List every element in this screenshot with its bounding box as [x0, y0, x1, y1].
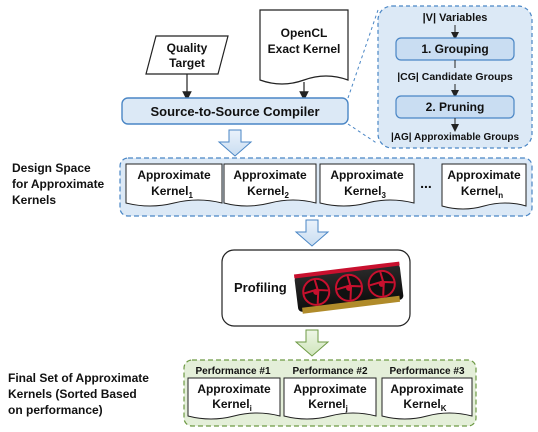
design-kernel-ellipsis: ... [420, 175, 432, 191]
compiler-to-design-space-arrow [217, 129, 253, 157]
final-kernel-1-line1: Approximate [197, 382, 271, 396]
design-kernel-2-line1: Approximate [233, 168, 307, 182]
design-kernel-n-line2: Kerneln [461, 184, 503, 200]
final-kernel-3-performance: Performance #3 [389, 366, 464, 377]
final-kernel-2-line2: Kernelj [308, 397, 348, 413]
final-kernel-3: Performance #3 Approximate KernelK [381, 366, 473, 420]
profiling-box: Profiling [221, 249, 411, 327]
design-kernel-n: Approximate Kerneln [441, 163, 527, 210]
final-kernel-2-line1: Approximate [293, 382, 367, 396]
design-kernel-2-line2: Kernel2 [247, 184, 289, 200]
gpu-card-image [293, 261, 404, 314]
profiling-to-final-set-arrow [294, 329, 330, 357]
inset-connector-top [347, 9, 379, 99]
pruning-step-label: 2. Pruning [426, 100, 485, 114]
final-set-label-line1: Final Set of Approximate [8, 371, 149, 385]
design-kernel-3-line1: Approximate [330, 168, 404, 182]
final-set-label-line2: Kernels (Sorted Based [8, 387, 137, 401]
compiler-detail-inset: |V| Variables 1. Grouping |CG| Candidate… [377, 5, 533, 149]
inset-connector-bottom [347, 123, 379, 145]
opencl-kernel-input: OpenCL Exact Kernel [259, 9, 349, 85]
design-kernel-2: Approximate Kernel2 [223, 163, 317, 207]
design-space-label-line3: Kernels [12, 193, 56, 207]
design-kernel-n-line1: Approximate [447, 168, 521, 182]
final-set-container: Performance #1 Approximate Kerneli Perfo… [183, 359, 477, 427]
final-kernel-2: Performance #2 Approximate Kernelj [283, 366, 377, 420]
design-kernel-1-line2: Kernel1 [151, 184, 193, 200]
final-kernel-2-performance: Performance #2 [292, 366, 367, 377]
grouping-step-label: 1. Grouping [421, 42, 488, 56]
quality-target-input: Quality Target [145, 35, 229, 75]
inset-variables-label: |V| Variables [423, 12, 488, 24]
design-kernel-3-line2: Kernel3 [344, 184, 386, 200]
final-kernel-3-line2: KernelK [403, 397, 446, 413]
profiling-label: Profiling [234, 280, 287, 295]
final-set-label-line3: on performance) [8, 403, 103, 417]
opencl-line2: Exact Kernel [268, 42, 341, 56]
source-to-source-compiler: Source-to-Source Compiler [121, 97, 349, 125]
design-space-label-line1: Design Space [12, 161, 91, 175]
design-kernel-3: Approximate Kernel3 [319, 163, 415, 207]
final-kernel-3-line1: Approximate [390, 382, 464, 396]
design-space-label: Design Space for Approximate Kernels [12, 161, 105, 207]
final-kernel-1: Performance #1 Approximate Kerneli [187, 366, 281, 420]
final-kernel-1-performance: Performance #1 [195, 366, 270, 377]
quality-target-line1: Quality [167, 41, 208, 55]
final-kernel-1-line2: Kerneli [212, 397, 252, 413]
compiler-label: Source-to-Source Compiler [150, 104, 319, 119]
design-space-container: Approximate Kernel1 Approximate Kernel2 … [119, 157, 533, 217]
final-set-label: Final Set of Approximate Kernels (Sorted… [8, 371, 149, 417]
design-kernel-1: Approximate Kernel1 [125, 163, 223, 207]
candidate-groups-label: |CG| Candidate Groups [397, 71, 513, 83]
quality-target-line2: Target [169, 56, 205, 70]
design-space-to-profiling-arrow [294, 219, 330, 247]
opencl-line1: OpenCL [281, 26, 328, 40]
design-kernel-1-line1: Approximate [137, 168, 211, 182]
approximable-groups-label: |AG| Approximable Groups [391, 132, 519, 143]
design-space-label-line2: for Approximate [12, 177, 105, 191]
